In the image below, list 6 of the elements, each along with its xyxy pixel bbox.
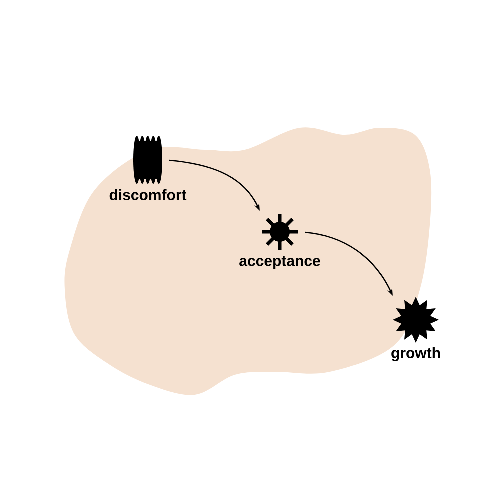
icon-caption: discomfort [110, 189, 187, 200]
sun-icon [262, 214, 298, 250]
icon-caption: growth [392, 347, 440, 362]
blob-icon [134, 136, 162, 184]
star-icon [393, 297, 439, 343]
icon-caption: acceptance [240, 256, 320, 270]
